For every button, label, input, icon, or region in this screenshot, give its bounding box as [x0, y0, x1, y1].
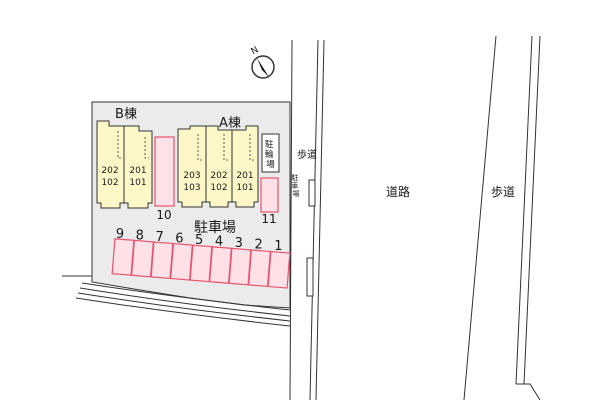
- building-b-label: B棟: [115, 107, 137, 122]
- driveway-lines: [62, 275, 291, 327]
- ramp-char-1: 駐: [291, 173, 298, 182]
- parking-space-3-label: 3: [235, 236, 243, 251]
- unit-b1-bottom: 102: [101, 178, 118, 188]
- sidewalk-right-label: 歩道: [491, 184, 515, 199]
- stair-a1: [197, 134, 202, 161]
- building-a: 203 103 202 102 201 101: [177, 125, 259, 208]
- curb-gap-top: [308, 179, 316, 207]
- stair-a3: [249, 134, 254, 161]
- parking-space-9: [111, 238, 135, 276]
- unit-a3-bottom: 101: [236, 183, 253, 193]
- road-label: 道路: [386, 184, 410, 199]
- compass-circle-icon: [251, 55, 275, 79]
- parking-space-6: [170, 242, 193, 281]
- building-b-unit-1: [96, 120, 125, 209]
- building-b: 202 102 201 101: [96, 120, 153, 209]
- sidewalk-right-edges: [463, 35, 541, 400]
- sidewalk-left-label: 歩道: [297, 148, 317, 161]
- unit-a2-top: 202: [210, 171, 227, 181]
- sidewalk-left-edges: [289, 39, 325, 400]
- unit-a3-top: 201: [236, 171, 253, 181]
- parking-space-2-label: 2: [254, 238, 262, 253]
- unit-b2-bottom: 101: [129, 178, 146, 188]
- parking-space-9-label: 9: [116, 227, 124, 242]
- parking-space-6-label: 6: [175, 232, 183, 247]
- ramp-char-3: 場: [293, 189, 300, 198]
- parking-space-10: [154, 136, 175, 207]
- parking-space-7-label: 7: [155, 230, 163, 245]
- ramp-char-2: 車: [291, 181, 298, 190]
- bicycle-parking: 駐 輪 場: [261, 133, 280, 173]
- parking-space-5: [189, 244, 213, 283]
- parking-space-4-label: 4: [215, 235, 223, 250]
- parking-space-3: [228, 247, 252, 286]
- north-arrow-icon: [257, 58, 269, 77]
- stair-a2: [223, 134, 228, 161]
- stair-b1: [117, 131, 122, 159]
- bicycle-parking-char-3: 場: [266, 159, 275, 170]
- parking-space-11: [260, 177, 279, 213]
- parking-space-8: [131, 239, 154, 278]
- compass-label: N: [250, 45, 261, 57]
- unit-a1-bottom: 103: [183, 183, 200, 193]
- compass: N: [250, 45, 275, 79]
- unit-b2-top: 201: [129, 166, 146, 176]
- ramp-label: 駐 車 場: [291, 173, 300, 198]
- parking-space-10-label: 10: [156, 208, 171, 222]
- parking-space-5-label: 5: [195, 233, 203, 248]
- bicycle-parking-char-2: 輪: [265, 149, 274, 160]
- parking-space-8-label: 8: [136, 229, 144, 244]
- bicycle-parking-label: 駐 輪 場: [265, 139, 276, 170]
- unit-a2-bottom: 102: [210, 183, 227, 193]
- parking-space-4: [209, 246, 232, 284]
- building-a-unit-3: [231, 125, 259, 208]
- unit-b1-top: 202: [101, 166, 118, 176]
- unit-a1-top: 203: [183, 171, 200, 181]
- bicycle-parking-char-1: 駐: [265, 139, 274, 150]
- parking-space-1-label: 1: [274, 239, 282, 254]
- parking-space-11-label: 11: [261, 212, 276, 226]
- bicycle-parking-box: [261, 133, 280, 173]
- parking-space-1: [267, 250, 291, 289]
- stair-b2: [144, 137, 149, 159]
- building-a-label: A棟: [219, 116, 241, 131]
- building-a-unit-2: [205, 125, 233, 208]
- curb-gap-bottom: [306, 257, 314, 297]
- parking-lot-label: 駐車場: [194, 219, 236, 236]
- parking-space-7: [150, 241, 174, 280]
- building-a-unit-1: [177, 125, 207, 208]
- parking-space-2: [248, 249, 271, 288]
